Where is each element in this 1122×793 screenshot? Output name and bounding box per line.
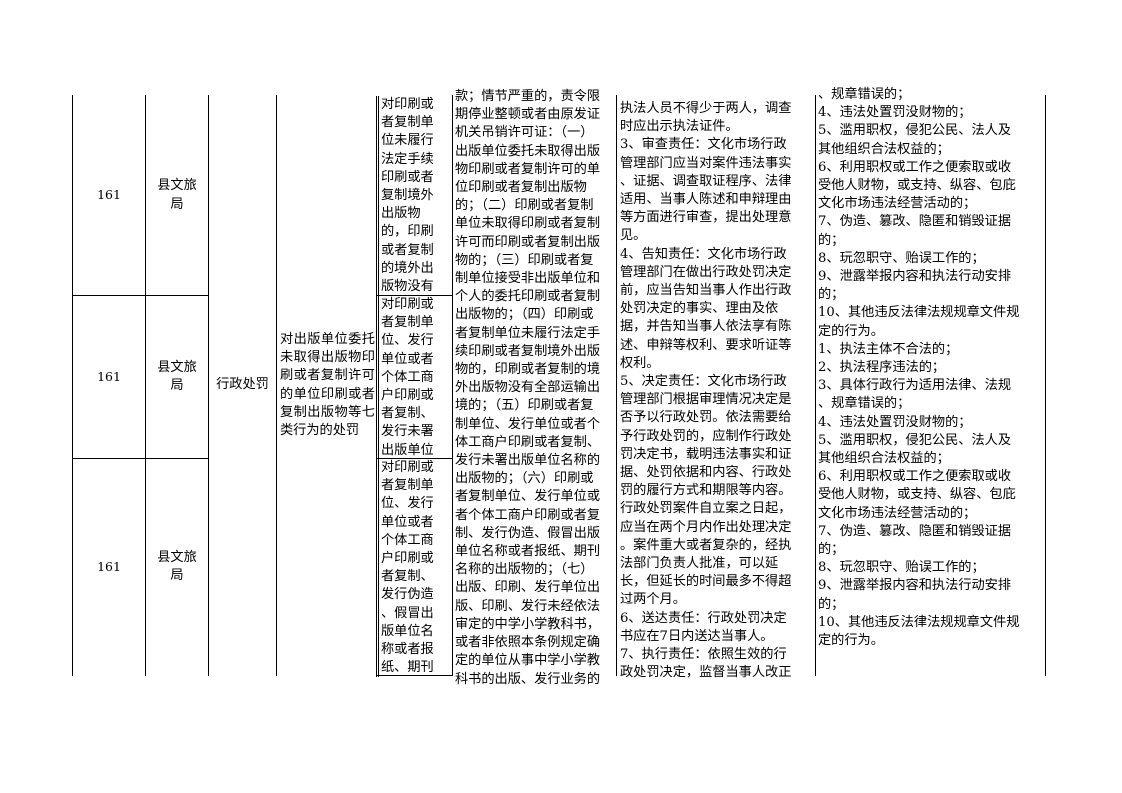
department-name: 县文旅 局 <box>157 549 197 583</box>
sub-item-text: 对印刷或 者复制单 位未履行 法定手续 印刷或者 复制境外 出版物 的，印刷 或… <box>381 97 434 295</box>
grid-line <box>72 95 73 676</box>
grid-line <box>72 458 209 459</box>
row-1-dept: 县文旅 局 <box>146 96 208 295</box>
grid-line <box>276 95 277 676</box>
responsibility-text: 执法人员不得少于两人，调查 时应出示执法证件。 3、审查责任：文化市场行政 管理… <box>620 101 792 681</box>
seq-number: 161 <box>97 368 121 384</box>
grid-line <box>72 295 209 296</box>
item-name-text: 对出版单位委托未取得出版物印刷或者复制许可的单位印刷或者复制出版物等七类行为的处… <box>280 331 375 438</box>
grid-line <box>376 96 377 677</box>
row-1-seq: 161 <box>73 96 145 295</box>
grid-line <box>376 295 453 296</box>
accountability-text: 、规章错误的； 4、违法处置罚没财物的； 5、滥用职权，侵犯公民、法人及 其他组… <box>818 87 1020 649</box>
seq-number: 161 <box>97 558 121 574</box>
seq-number: 161 <box>97 187 121 203</box>
grid-line <box>1045 95 1046 676</box>
grid-line <box>378 96 379 677</box>
category-text: 行政处罚 <box>216 377 269 393</box>
grid-line <box>452 95 453 676</box>
grid-line <box>376 458 453 459</box>
accountability-cell: 、规章错误的； 4、违法处置罚没财物的； 5、滥用职权，侵犯公民、法人及 其他组… <box>816 87 1045 675</box>
sub-item-text: 对印刷或 者复制单 位、发行 单位或者 个体工商 户印刷或 者复制、 发行伪造 … <box>381 460 434 676</box>
sub-item-2: 对印刷或 者复制单 位、发行 单位或者 个体工商 户印刷或 者复制、 发行未署 … <box>379 296 452 458</box>
grid-line <box>145 95 146 676</box>
sub-item-1: 对印刷或 者复制单 位未履行 法定手续 印刷或者 复制境外 出版物 的，印刷 或… <box>379 96 452 295</box>
legal-basis-cell: 款；情节严重的，责令限 期停业整顿或者由原发证 机关吊销许可证：（一） 出版单位… <box>453 89 616 687</box>
row-3-seq: 161 <box>73 459 145 675</box>
grid-line <box>376 675 453 676</box>
row-2-seq: 161 <box>73 296 145 458</box>
sub-item-text: 对印刷或 者复制单 位、发行 单位或者 个体工商 户印刷或 者复制、 发行未署 … <box>381 297 434 458</box>
item-name-cell: 对出版单位委托未取得出版物印刷或者复制许可的单位印刷或者复制出版物等七类行为的处… <box>277 96 376 675</box>
department-name: 县文旅 局 <box>157 359 197 393</box>
legal-basis-text: 款；情节严重的，责令限 期停业整顿或者由原发证 机关吊销许可证：（一） 出版单位… <box>455 89 601 687</box>
department-name: 县文旅 局 <box>157 178 197 212</box>
grid-line <box>815 95 816 676</box>
row-3-dept: 县文旅 局 <box>146 459 208 675</box>
row-2-dept: 县文旅 局 <box>146 296 208 458</box>
category-cell: 行政处罚 <box>209 96 276 675</box>
sub-item-3: 对印刷或 者复制单 位、发行 单位或者 个体工商 户印刷或 者复制、 发行伪造 … <box>379 459 452 675</box>
grid-line <box>208 95 209 676</box>
responsibility-cell: 执法人员不得少于两人，调查 时应出示执法证件。 3、审查责任：文化市场行政 管理… <box>617 96 815 680</box>
grid-line <box>616 95 617 676</box>
